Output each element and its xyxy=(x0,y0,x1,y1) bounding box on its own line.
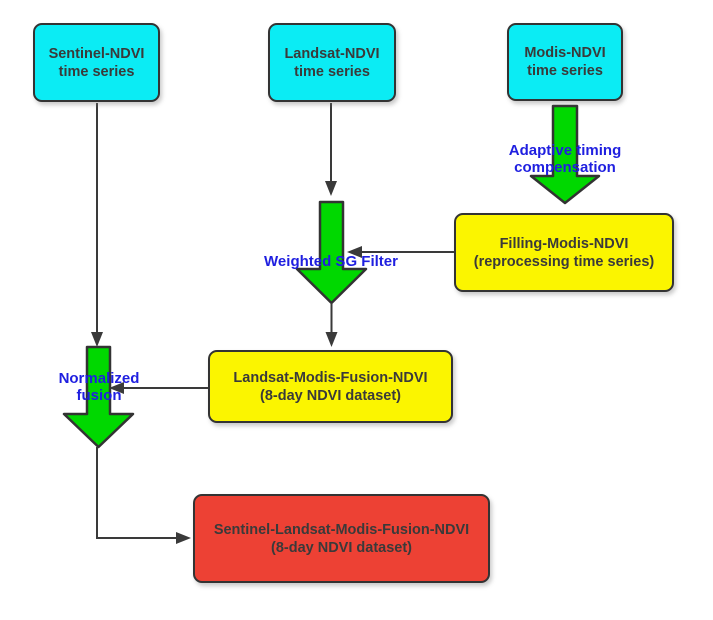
arrowhead-sentinel-down xyxy=(91,332,103,347)
node-filling-modis-ndvi: Filling-Modis-NDVI (reprocessing time se… xyxy=(454,213,674,292)
label-adaptive-line1: Adaptive timing xyxy=(508,142,622,159)
node-modis-line1: Modis-NDVI xyxy=(524,45,606,61)
node-landsat-modis-fusion-ndvi: Landsat-Modis-Fusion-NDVI (8-day NDVI da… xyxy=(208,350,453,423)
label-normalized-fusion: Normalized fusion xyxy=(29,370,169,404)
node-sentinel-line1: Sentinel-NDVI xyxy=(48,45,145,62)
connector-normalized-to-final xyxy=(96,447,176,539)
arrowhead-normalized-to-final xyxy=(176,532,191,544)
node-filling-line2: (reprocessing time series) xyxy=(473,253,655,270)
node-final-line2: (8-day NDVI dataset) xyxy=(270,539,412,556)
node-sentinel-landsat-modis-fusion-ndvi: Sentinel-Landsat-Modis-Fusion-NDVI (8-da… xyxy=(193,494,490,583)
node-sentinel-ndvi: Sentinel-NDVI time series xyxy=(33,23,160,102)
node-landsat-line1: Landsat-NDVI xyxy=(284,45,380,62)
arrowhead-landsat-down xyxy=(325,181,337,196)
node-final-line1: Sentinel-Landsat-Modis-Fusion-NDVI xyxy=(213,521,470,538)
label-adaptive-line2: compensation xyxy=(514,159,616,176)
node-filling-line1: Filling-Modis-NDVI xyxy=(499,235,629,252)
label-normalized-line2: fusion xyxy=(76,387,122,404)
node-fusion-line1: Landsat-Modis-Fusion-NDVI xyxy=(233,369,428,386)
node-landsat-line2: time series xyxy=(294,63,370,80)
label-adaptive-timing-compensation: Adaptive timing compensation xyxy=(485,142,645,176)
label-weighted-sg-filter: Weighted SG Filter xyxy=(251,253,411,270)
node-modis-line2: time series xyxy=(527,63,603,79)
arrowhead-filter-to-fusion xyxy=(325,332,338,347)
node-fusion-line2: (8-day NDVI dataset) xyxy=(259,387,401,404)
node-landsat-ndvi: Landsat-NDVI time series xyxy=(268,23,396,102)
node-sentinel-line2: time series xyxy=(58,63,135,80)
label-normalized-line1: Normalized xyxy=(58,370,140,387)
label-weighted-text: Weighted SG Filter xyxy=(264,253,398,270)
node-modis-ndvi: Modis-NDVI time series xyxy=(507,23,623,101)
